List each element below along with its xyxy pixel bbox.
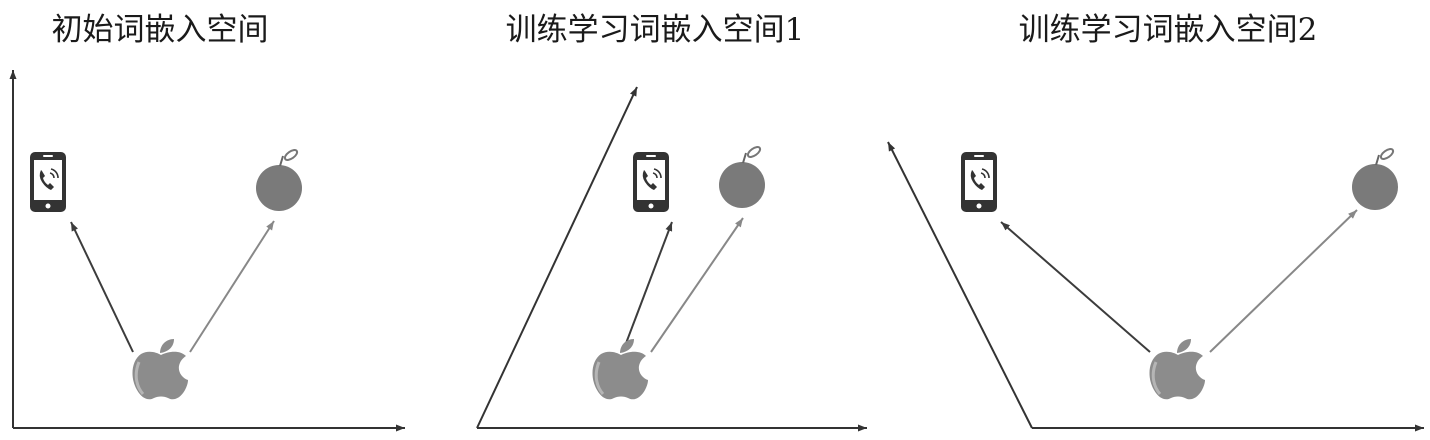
vector-logo-to-fruit — [189, 220, 275, 353]
axes-initial — [9, 70, 405, 432]
panel-title-initial: 初始词嵌入空间 — [51, 12, 269, 48]
apple-logo-icon — [592, 339, 648, 400]
apple-fruit-icon — [1352, 148, 1398, 210]
vector-logo-to-phone — [70, 221, 134, 353]
vector-logo-to-fruit — [1209, 209, 1358, 353]
apple-fruit-icon — [256, 149, 302, 211]
panel-title-trained-2: 训练学习词嵌入空间2 — [1018, 12, 1318, 48]
panel-initial — [9, 70, 405, 432]
panel-title-trained-1: 训练学习词嵌入空间1 — [505, 12, 805, 48]
apple-logo-icon — [1149, 339, 1205, 400]
phone-icon — [633, 152, 669, 212]
vector-logo-to-phone — [624, 221, 673, 347]
phone-icon — [961, 152, 997, 212]
panel-trained-2 — [887, 141, 1424, 432]
y-axis — [887, 141, 1033, 429]
apple-fruit-icon — [719, 146, 765, 208]
phone-icon — [30, 152, 66, 212]
vector-logo-to-fruit — [650, 217, 744, 353]
y-axis — [476, 86, 638, 429]
apple-logo-icon — [132, 339, 188, 400]
vector-logo-to-phone — [1000, 221, 1151, 353]
panel-trained-1 — [476, 86, 867, 432]
axes-trained-1 — [476, 86, 867, 432]
axes-trained-2 — [887, 141, 1424, 432]
